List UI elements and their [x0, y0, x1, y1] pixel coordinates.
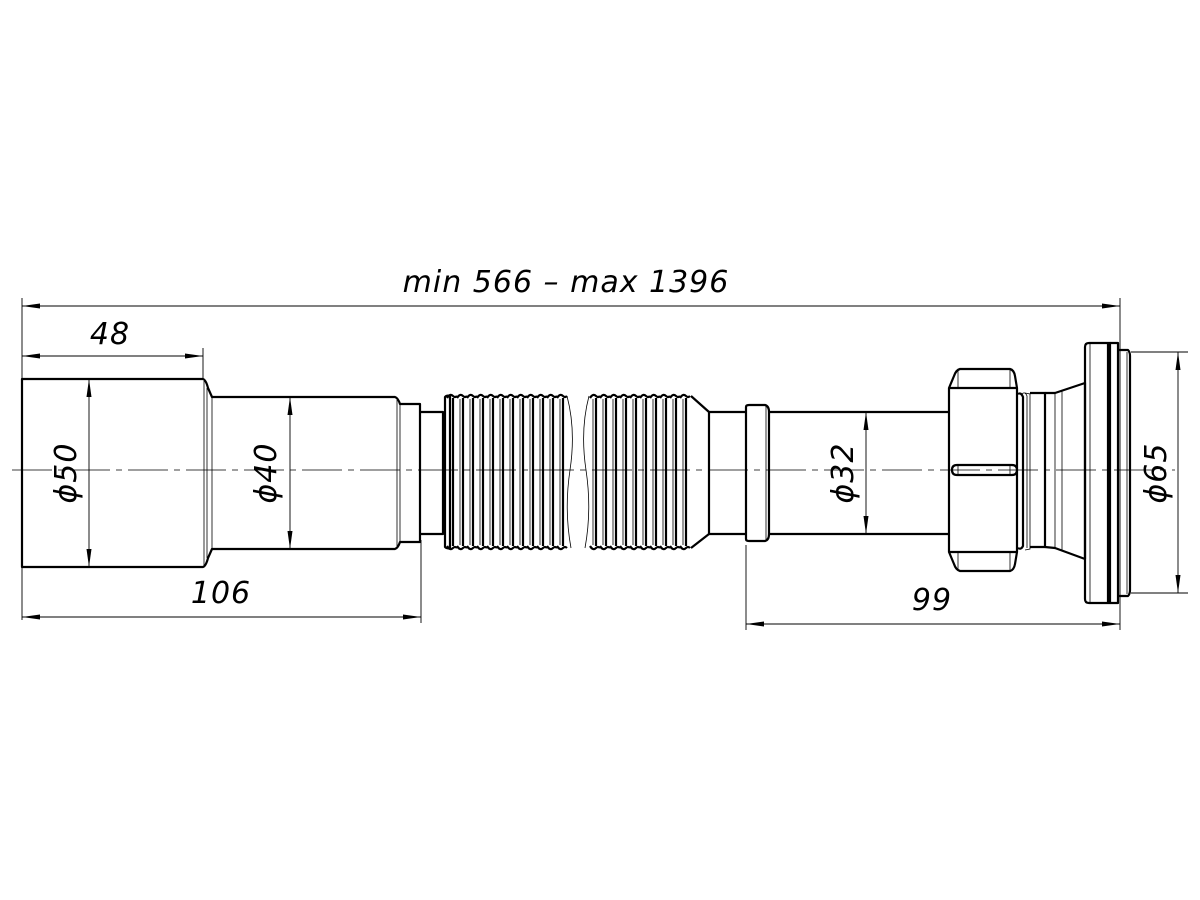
dimension-diameter-50: ϕ50	[49, 379, 92, 567]
label-inlet-length: 106	[191, 576, 251, 611]
outlet-32	[709, 403, 949, 543]
corrugated-hose	[443, 393, 711, 551]
dimension-inlet-length: 106	[22, 576, 421, 620]
flange-cone	[1044, 381, 1087, 561]
label-diameter-32: ϕ32	[826, 443, 861, 504]
dimension-socket-length: 48	[22, 317, 203, 359]
thread	[1017, 391, 1047, 551]
label-overall-length: min 566 – max 1396	[403, 265, 730, 300]
dimension-outlet-length: 99	[746, 583, 1120, 627]
flange-65	[1083, 341, 1132, 605]
dimension-diameter-32: ϕ32	[826, 412, 869, 534]
inlet-neck	[420, 410, 445, 536]
dimension-diameter-40: ϕ40	[249, 397, 293, 549]
union-nut	[947, 367, 1019, 573]
label-socket-length: 48	[90, 317, 130, 352]
label-diameter-50: ϕ50	[49, 443, 84, 504]
dimension-overall-length: min 566 – max 1396	[22, 265, 1120, 309]
socket-50	[20, 377, 422, 569]
dimension-diameter-65: ϕ65	[1139, 352, 1181, 593]
label-diameter-65: ϕ65	[1139, 443, 1174, 504]
label-diameter-40: ϕ40	[249, 443, 284, 504]
label-outlet-length: 99	[912, 583, 952, 618]
